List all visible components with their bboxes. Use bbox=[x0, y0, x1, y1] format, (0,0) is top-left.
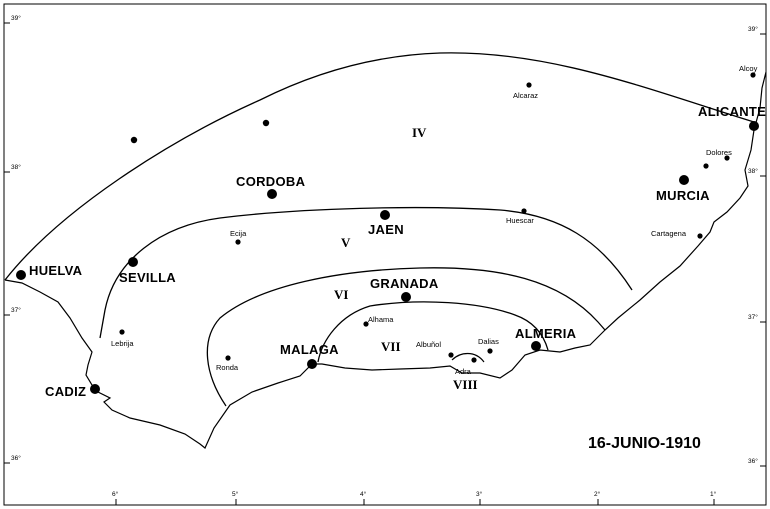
lat-label-39-left: 39° bbox=[11, 14, 21, 22]
malaga-dot bbox=[307, 359, 317, 369]
huelva-label: HUELVA bbox=[29, 263, 83, 278]
lon-label-3: 3° bbox=[476, 490, 483, 498]
lat-label-39-right: 39° bbox=[748, 25, 758, 33]
lon-label-6: 6° bbox=[112, 490, 119, 498]
albunol-dot bbox=[448, 352, 454, 358]
sevilla-dot bbox=[128, 257, 138, 267]
zone-label-vii: VII bbox=[381, 339, 401, 354]
lat-label-38-left: 38° bbox=[11, 163, 21, 171]
zone-label-v: V bbox=[341, 235, 351, 250]
town-dots-minor bbox=[119, 72, 756, 363]
cadiz-label: CADIZ bbox=[45, 384, 86, 399]
town-dot bbox=[262, 119, 270, 127]
cordoba-dot bbox=[267, 189, 277, 199]
cordoba-label: CORDOBA bbox=[236, 174, 306, 189]
ronda-dot bbox=[225, 355, 231, 361]
ecija-dot bbox=[235, 239, 241, 245]
jaen-label: JAEN bbox=[368, 222, 404, 237]
alicante-dot bbox=[749, 121, 759, 131]
albunol-label: Albuñol bbox=[416, 340, 441, 349]
isoseismal-viii bbox=[451, 352, 485, 363]
lon-label-4: 4° bbox=[360, 490, 367, 498]
granada-label: GRANADA bbox=[370, 276, 439, 291]
cartagena-dot bbox=[697, 233, 703, 239]
lat-label-37-left: 37° bbox=[11, 306, 21, 314]
lon-label-2: 2° bbox=[594, 490, 601, 498]
zone-label-viii: VIII bbox=[453, 377, 478, 392]
cartagena-label: Cartagena bbox=[651, 229, 687, 238]
dalias-dot bbox=[487, 348, 493, 354]
huescar-dot bbox=[521, 208, 527, 214]
almeria-label: ALMERIA bbox=[515, 326, 577, 341]
town-dot bbox=[130, 136, 138, 144]
lon-label-1: 1° bbox=[710, 490, 717, 498]
lat-label-37-right: 37° bbox=[748, 313, 758, 321]
map-frame bbox=[3, 3, 767, 506]
jaen-dot bbox=[380, 210, 390, 220]
murcia-dot bbox=[679, 175, 689, 185]
graticule bbox=[4, 22, 766, 505]
alcoy-dot bbox=[750, 72, 756, 78]
isoseismal-vii bbox=[317, 301, 549, 363]
huelva-dot bbox=[16, 270, 26, 280]
alcaraz-label: Alcaraz bbox=[513, 91, 538, 100]
zone-label-vi: VI bbox=[334, 287, 348, 302]
murcia-label: MURCIA bbox=[656, 188, 710, 203]
alhama-dot bbox=[363, 321, 369, 327]
adra-label: Adra bbox=[455, 367, 472, 376]
adra-dot bbox=[471, 357, 477, 363]
dolores-dot bbox=[724, 155, 730, 161]
alcoy-label: Alcoy bbox=[739, 64, 758, 73]
map-date: 16-JUNIO-1910 bbox=[588, 435, 701, 452]
almeria-dot bbox=[531, 341, 541, 351]
lebrija-dot bbox=[119, 329, 125, 335]
lat-label-38-right: 38° bbox=[748, 167, 758, 175]
lat-label-36-right: 36° bbox=[748, 457, 758, 465]
alicante-label: ALICANTE bbox=[698, 104, 766, 119]
isoseismal-vi bbox=[206, 267, 606, 407]
zone-label-iv: IV bbox=[412, 125, 427, 140]
dalias-label: Dalias bbox=[478, 337, 499, 346]
isoseismal-iv bbox=[4, 52, 755, 281]
ecija-label: Ecija bbox=[230, 229, 247, 238]
sevilla-label: SEVILLA bbox=[119, 270, 176, 285]
town-dot bbox=[703, 163, 709, 169]
malaga-label: MALAGA bbox=[280, 342, 339, 357]
lebrija-label: Lebrija bbox=[111, 339, 134, 348]
lon-label-5: 5° bbox=[232, 490, 239, 498]
alcaraz-dot bbox=[526, 82, 532, 88]
lat-label-36-left: 36° bbox=[11, 454, 21, 462]
cadiz-dot bbox=[90, 384, 100, 394]
alhama-label: Alhama bbox=[368, 315, 394, 324]
dolores-label: Dolores bbox=[706, 148, 732, 157]
granada-dot bbox=[401, 292, 411, 302]
isoseismal-v bbox=[99, 206, 633, 339]
huescar-label: Huescar bbox=[506, 216, 534, 225]
ronda-label: Ronda bbox=[216, 363, 239, 372]
coastline bbox=[4, 71, 767, 449]
city-dots-major bbox=[16, 121, 759, 394]
